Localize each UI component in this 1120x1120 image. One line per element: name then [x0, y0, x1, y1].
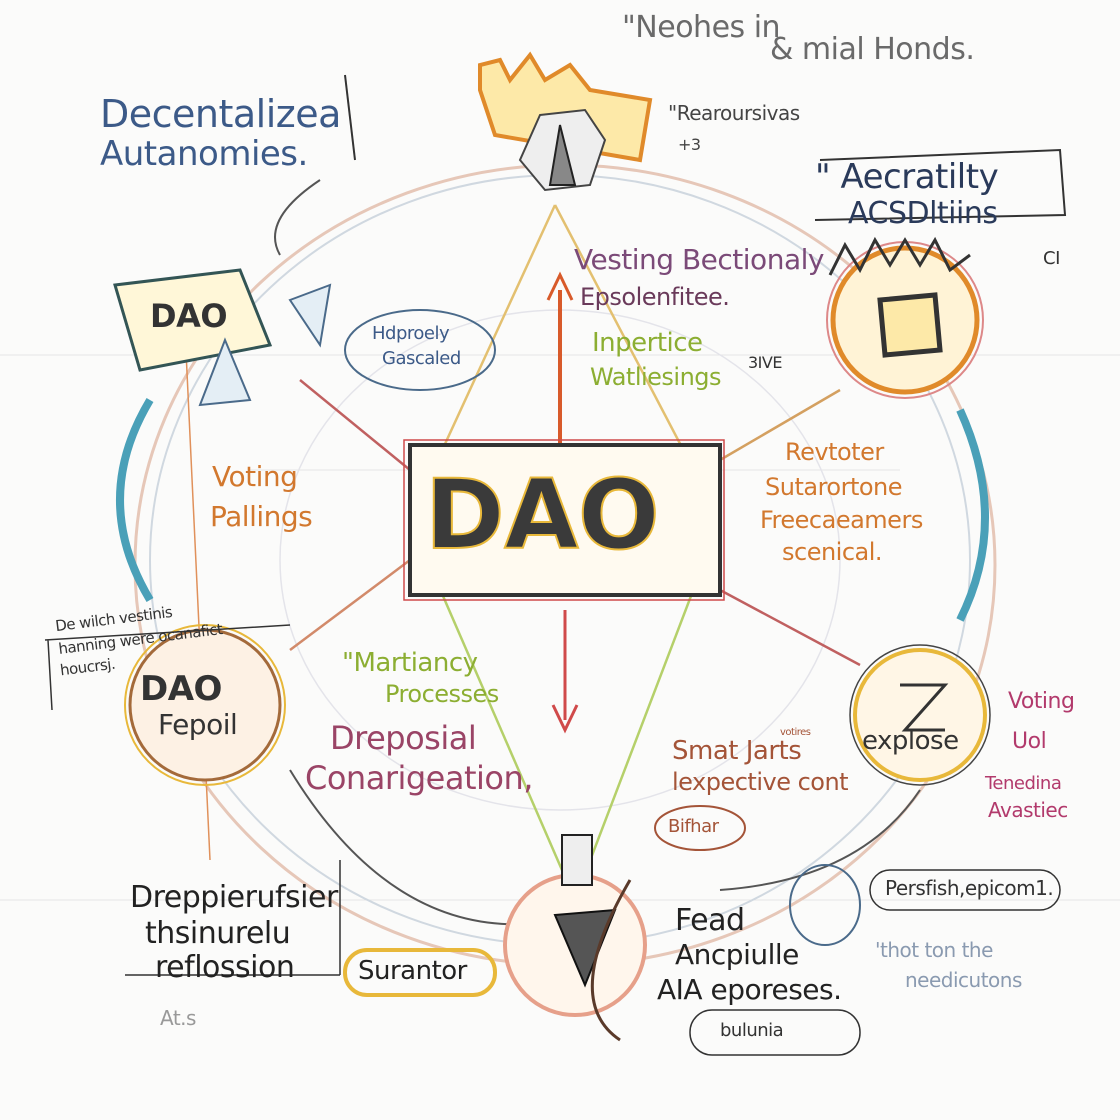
- bottom-left-line1: Dreppierufsier: [130, 880, 338, 915]
- top-right-corner-mark: CI: [1043, 248, 1060, 269]
- middle-green-line1: "Martiancy: [342, 648, 478, 678]
- top-right-title-line2: ACSDltiins: [848, 196, 998, 231]
- bubble-surantor: [343, 948, 497, 997]
- right-side-line4: Avastiec: [988, 798, 1068, 822]
- bottom-surantor-label: Surantor: [358, 956, 467, 986]
- right-side-line1: Voting: [1008, 689, 1075, 714]
- crown-icon: [478, 51, 653, 192]
- center-bubble-line2: Gascaled: [382, 348, 461, 369]
- globe-icon: [789, 864, 861, 946]
- center-bubble-line1: Hdproely: [372, 323, 450, 344]
- middle-green-line2: Processes: [385, 680, 499, 708]
- center-green-line2: Watliesings: [590, 363, 722, 391]
- left-node-line1: DAO: [140, 669, 222, 709]
- middle-small-note: votires: [780, 727, 811, 738]
- left-voting-line2: Pallings: [210, 500, 313, 533]
- middle-smart-line2: lexpective cont: [672, 768, 849, 796]
- frame-note: [44, 624, 291, 711]
- right-line2: Sutarortone: [765, 473, 903, 501]
- center-upper-line2: Epsolenfitee.: [580, 283, 730, 311]
- node-right: [849, 644, 991, 786]
- right-node-label: explose: [862, 726, 959, 756]
- right-line3: Freecaeamers: [760, 506, 923, 534]
- bottom-left-line2: thsinurelu: [145, 916, 291, 951]
- dao-box-top-left: [113, 268, 332, 407]
- bubble-persfish: [869, 869, 1061, 911]
- bubble-bifhar: [654, 805, 746, 851]
- node-left: [124, 624, 286, 786]
- bottom-faint-line1: 'thot ton the: [875, 938, 993, 962]
- bottom-bubble-label: bulunia: [720, 1020, 784, 1041]
- bubble-bottom: [689, 1009, 861, 1056]
- middle-smart-line1: Smat Jarts: [672, 736, 802, 766]
- right-side-line2: Uol: [1012, 729, 1047, 754]
- bracket-top-left: [344, 74, 356, 161]
- arrow-to-dao: [274, 179, 321, 256]
- top-quote-line1: "Neohes in: [622, 10, 781, 45]
- top-small-mark: +3: [678, 135, 701, 154]
- center-upper-line1: Vesting Bectionaly: [574, 243, 824, 276]
- center-green-line1: Inpertice: [592, 328, 703, 358]
- middle-proposal-line2: Conarigeation,: [305, 759, 533, 797]
- bottom-center-line2: Ancpiulle: [675, 938, 799, 971]
- top-node-label: "Rearoursivas: [668, 101, 800, 125]
- node-bottom: [503, 834, 647, 1042]
- right-line1: Revtoter: [785, 438, 884, 466]
- bubble-top-left: [344, 309, 496, 391]
- bottom-faint-line2: needicutons: [905, 968, 1022, 992]
- bottom-scribble: At.s: [160, 1006, 196, 1030]
- bottom-center-line3: AIA eporeses.: [657, 973, 842, 1006]
- center-dao-label: DAO: [424, 459, 661, 571]
- arrow-right-bottom: [719, 789, 921, 891]
- cycle-arrow-right: [956, 408, 989, 622]
- bottom-bubble-right-label: Persfish,epicom1.: [885, 876, 1054, 900]
- middle-bubble-label: Bifhar: [668, 816, 719, 837]
- top-left-title-line2: Autanomies.: [100, 134, 308, 174]
- center-box: [408, 443, 722, 597]
- frame-top-right: [814, 148, 1067, 221]
- middle-proposal-line1: Dreposial: [330, 719, 477, 757]
- top-quote-line2: & mial Honds.: [770, 32, 975, 67]
- top-right-title-line1: " Aecratilty: [815, 157, 999, 197]
- top-left-title-line1: Decentalizea: [100, 92, 341, 136]
- node-top-right: [826, 236, 984, 399]
- center-arrow-note: 3IVE: [748, 353, 782, 372]
- top-left-dao-label: DAO: [150, 297, 228, 335]
- left-node-line2: Fepoil: [158, 708, 238, 741]
- bottom-left-line3: reflossion: [155, 950, 295, 985]
- right-side-line3: Tenedina: [985, 773, 1062, 794]
- arrow-up: [546, 271, 574, 445]
- bottom-center-line1: Fead: [675, 903, 745, 938]
- left-voting-line1: Voting: [212, 460, 298, 493]
- cycle-arrow-left: [116, 397, 154, 603]
- frame-bottom-left: [125, 860, 341, 976]
- right-line4: scenical.: [782, 538, 883, 566]
- arrow-down: [551, 610, 579, 734]
